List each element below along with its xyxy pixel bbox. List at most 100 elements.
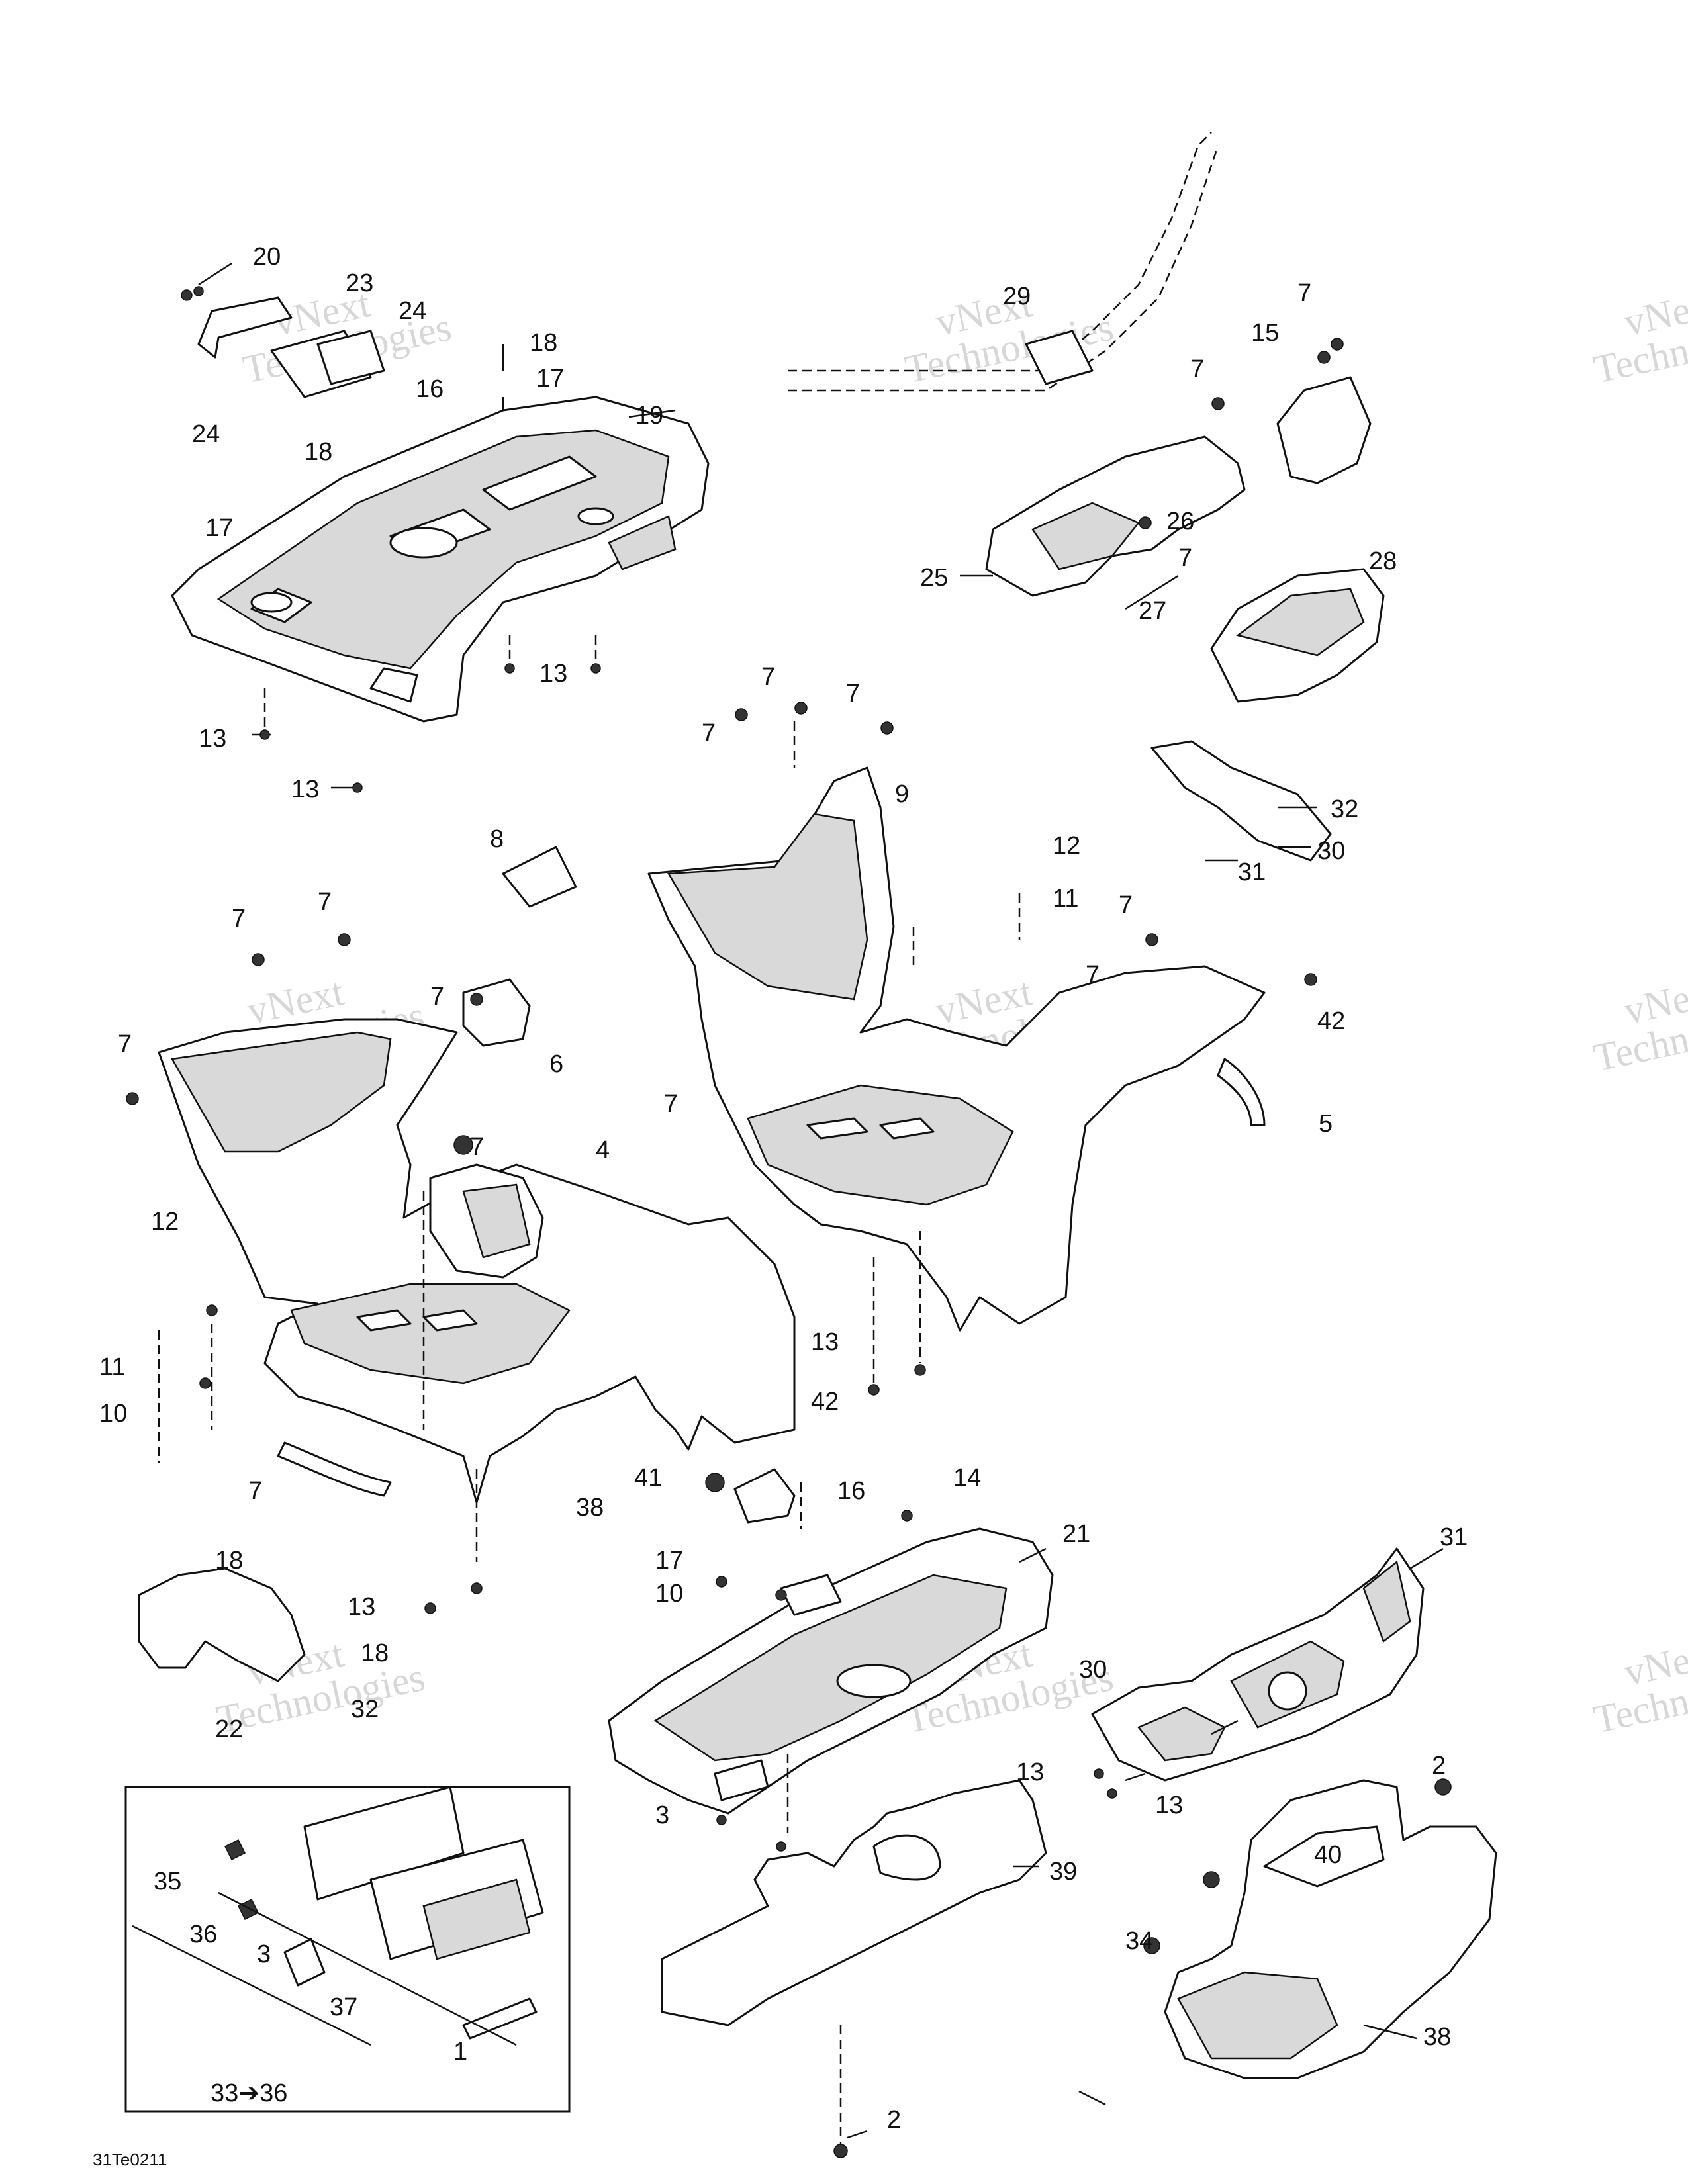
callout-label: 12 <box>151 1208 179 1236</box>
right-fender-part <box>647 766 1266 1332</box>
callout-label: 30 <box>1079 1656 1107 1684</box>
callout-label: 16 <box>416 375 444 403</box>
callout-label: 32 <box>1331 796 1358 823</box>
front-rack-part <box>608 1527 1054 1815</box>
callout-label: 7 <box>470 1133 484 1161</box>
front-bumper-bar-part <box>1164 1779 1497 2079</box>
callout-label: 1 <box>453 2038 467 2066</box>
callout-label: 30 <box>1317 837 1345 865</box>
hose-part <box>277 1058 1266 1497</box>
callout-label: 3 <box>655 1801 669 1829</box>
callout-label: 26 <box>1166 508 1194 535</box>
callout-label: 12 <box>1053 832 1080 860</box>
upper-light-bracket-part <box>1150 740 1332 862</box>
callout-label: 24 <box>192 420 220 448</box>
clip-bracket-part <box>733 1468 796 1524</box>
headlight-bracket-part <box>1276 376 1372 484</box>
callout-label: 20 <box>253 243 281 271</box>
callout-label: 7 <box>232 905 246 933</box>
callout-label: 7 <box>1119 891 1133 919</box>
callout-label: 7 <box>1178 544 1192 572</box>
callout-label: 40 <box>1314 1841 1342 1869</box>
diagram-code: 31Te0211 <box>93 2150 167 2169</box>
callouts: 20 23 24 24 18 17 16 19 18 17 13 13 13 2… <box>99 243 1468 2134</box>
callout-label: 36 <box>189 1921 217 1948</box>
watermark: vNext Technologies <box>1589 1631 1688 1741</box>
callout-label: 42 <box>811 1388 839 1416</box>
left-fender-part <box>158 1018 796 1504</box>
callout-label: 18 <box>305 438 332 466</box>
callout-label: 7 <box>1086 961 1100 989</box>
callout-label: 19 <box>635 402 663 430</box>
handlebar-outline-part <box>788 132 1219 392</box>
skid-plate-part <box>661 1779 1047 2026</box>
callout-label: 7 <box>318 888 332 916</box>
callout-label: 13 <box>811 1328 839 1356</box>
callout-label: 15 <box>1251 319 1279 347</box>
callout-label: 7 <box>1297 279 1311 307</box>
mount-bracket-part <box>462 978 531 1047</box>
callout-label: 7 <box>430 983 444 1011</box>
callout-label: 5 <box>1319 1110 1333 1138</box>
front-fascia-part <box>1091 1547 1425 1782</box>
lower-light-bracket-part <box>138 1567 306 1682</box>
callout-label: 13 <box>539 660 567 688</box>
callout-label: 4 <box>596 1136 610 1164</box>
callout-label: 42 <box>1317 1007 1345 1035</box>
callout-label: 25 <box>920 564 948 592</box>
callout-label: 22 <box>215 1715 243 1743</box>
callout-label: 23 <box>346 269 373 297</box>
callout-label: 38 <box>1423 2023 1451 2051</box>
watermark: vNext Technologies <box>1589 970 1688 1079</box>
inset-range-note: 33➔36 <box>211 2079 287 2107</box>
fasteners <box>126 338 1452 2158</box>
callout-label: 11 <box>99 1353 125 1381</box>
callout-label: 6 <box>549 1050 563 1078</box>
callout-label: 11 <box>1053 885 1078 913</box>
callout-label: 35 <box>154 1868 181 1895</box>
callout-label: 17 <box>536 365 564 392</box>
callout-label: 10 <box>655 1580 683 1608</box>
callout-label: 8 <box>490 825 504 853</box>
callout-label: 41 <box>634 1464 662 1492</box>
callout-label: 21 <box>1062 1520 1090 1548</box>
watermark: vNext Technologies <box>1589 281 1688 391</box>
callout-label: 27 <box>1139 597 1166 625</box>
callout-label: 13 <box>1016 1758 1044 1786</box>
decal-part <box>502 846 577 908</box>
rear-grab-handle-part <box>181 286 385 398</box>
callout-label: 3 <box>257 1940 271 1968</box>
callout-label: 7 <box>664 1090 678 1118</box>
callout-label: 2 <box>1432 1752 1446 1780</box>
callout-label: 17 <box>655 1547 683 1574</box>
callout-label: 7 <box>761 663 775 691</box>
callout-label: 7 <box>1190 355 1204 383</box>
callout-label: 38 <box>576 1494 604 1522</box>
callout-label: 17 <box>205 514 233 542</box>
callout-label: 29 <box>1003 283 1031 310</box>
callout-label: 7 <box>702 719 716 747</box>
rear-rack-part <box>171 396 710 723</box>
callout-label: 37 <box>330 1993 357 2021</box>
callout-label: 13 <box>199 725 226 752</box>
callout-label: 14 <box>953 1464 981 1492</box>
callout-label: 16 <box>837 1477 865 1505</box>
callout-label: 10 <box>99 1400 127 1428</box>
callout-label: 7 <box>846 680 860 707</box>
callout-label: 13 <box>291 776 319 803</box>
callout-label: 7 <box>248 1477 262 1505</box>
headlight-housing-part <box>985 435 1246 597</box>
callout-label: 7 <box>118 1030 132 1058</box>
svg-text:33➔36: 33➔36 <box>211 2079 287 2107</box>
callout-label: 18 <box>215 1547 243 1574</box>
callout-label: 34 <box>1125 1927 1153 1955</box>
callout-label: 18 <box>530 329 557 357</box>
callout-label: 28 <box>1369 547 1397 575</box>
callout-label: 9 <box>895 780 909 808</box>
callout-label: 32 <box>351 1696 379 1723</box>
callout-label: 31 <box>1440 1524 1468 1551</box>
taillight-inset <box>124 1786 571 2113</box>
callout-label: 24 <box>399 297 426 325</box>
callout-label: 13 <box>1155 1792 1183 1819</box>
